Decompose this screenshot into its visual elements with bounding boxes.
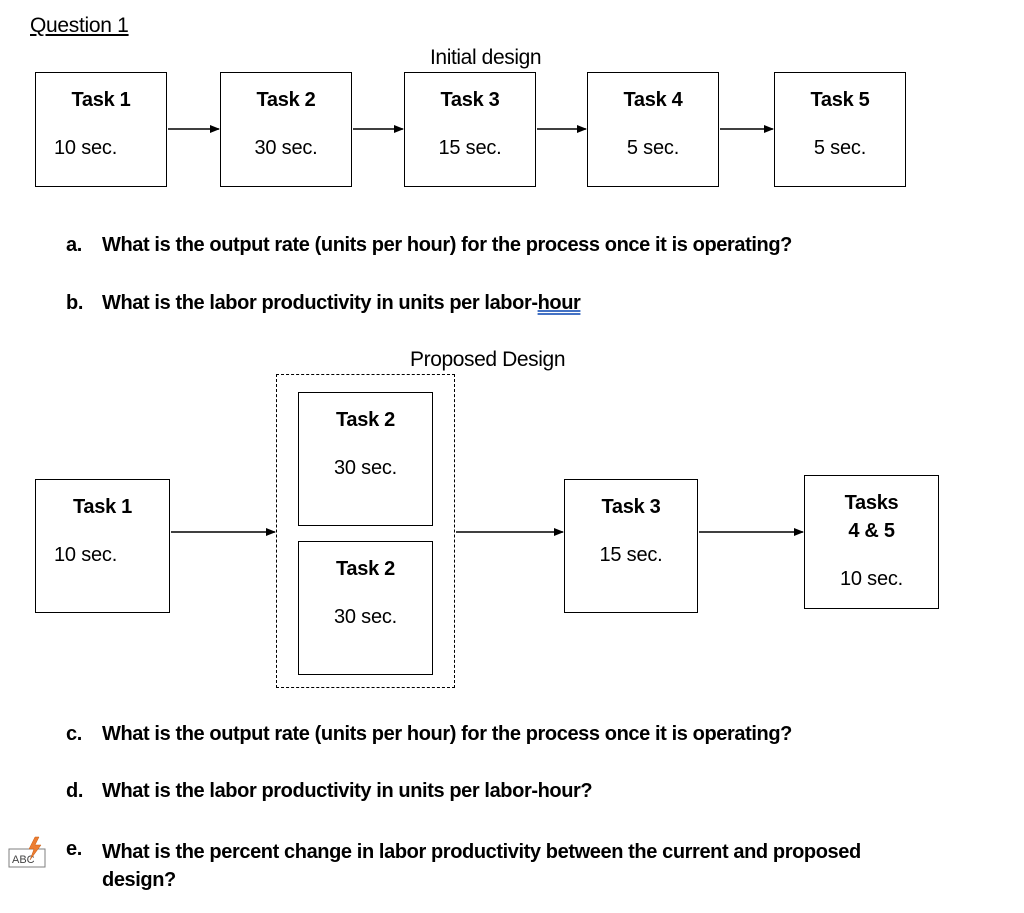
task-name-line1: Tasks — [844, 492, 899, 514]
task-name-line2: 4 & 5 — [848, 520, 895, 542]
question-a: a. What is the output rate (units per hou… — [66, 234, 792, 257]
initial-task-3-box: Task 3 15 sec. — [404, 72, 536, 187]
task-time: 5 sec. — [626, 137, 680, 159]
parallel-stations-dashed-group — [276, 374, 455, 688]
task-time: 10 sec. — [839, 568, 904, 590]
task-time: 5 sec. — [813, 137, 867, 159]
task-name: Task 3 — [440, 89, 500, 111]
task-name: Task 4 — [623, 89, 683, 111]
proposed-task-1-box: Task 1 10 sec. — [35, 479, 170, 613]
task-time: 10 sec. — [54, 544, 118, 566]
question-letter: e. — [66, 838, 82, 860]
task-name: Task 3 — [601, 496, 661, 518]
task-name: Task 1 — [71, 89, 131, 111]
initial-task-4-box: Task 4 5 sec. — [587, 72, 719, 187]
spellcheck-label: ABC — [12, 854, 35, 866]
proposed-design-caption: Proposed Design — [410, 348, 566, 371]
task-name: Task 1 — [73, 496, 132, 518]
task-name: Task 2 — [336, 409, 395, 431]
question-letter: b. — [66, 292, 83, 314]
question-text: What is the labor productivity in units … — [102, 292, 538, 314]
task-name: Task 2 — [336, 558, 395, 580]
grammar-flagged-word[interactable]: hour — [537, 292, 581, 314]
task-name: Task 5 — [810, 89, 870, 111]
question-text: What is the output rate (units per hour)… — [102, 723, 792, 745]
proposed-task-2a-box: Task 2 30 sec. — [298, 392, 433, 526]
question-title: Question 1 — [30, 14, 129, 37]
proposed-task-2b-box: Task 2 30 sec. — [298, 541, 433, 675]
task-time: 15 sec. — [438, 137, 502, 159]
initial-task-1-box: Task 1 10 sec. — [35, 72, 167, 187]
question-letter: a. — [66, 234, 82, 256]
task-name: Task 2 — [256, 89, 316, 111]
question-e: e. What is the percent change in labor p… — [66, 838, 926, 894]
proposed-task-3-box: Task 3 15 sec. — [564, 479, 698, 613]
task-time: 15 sec. — [599, 544, 663, 566]
question-letter: d. — [66, 780, 83, 802]
proposed-tasks-4-5-box: Tasks 4 & 5 10 sec. — [804, 475, 939, 609]
spellcheck-lightning-icon[interactable]: ABC — [8, 836, 48, 870]
task-time: 10 sec. — [54, 137, 118, 159]
initial-design-caption: Initial design — [430, 46, 542, 69]
task-time: 30 sec. — [333, 606, 398, 628]
question-text: What is the labor productivity in units … — [102, 780, 593, 802]
question-d: d. What is the labor productivity in unit… — [66, 780, 593, 803]
task-time: 30 sec. — [333, 457, 398, 479]
question-letter: c. — [66, 723, 82, 745]
question-text: What is the output rate (units per hour)… — [102, 234, 792, 256]
initial-task-5-box: Task 5 5 sec. — [774, 72, 906, 187]
question-b: b. What is the labor productivity in unit… — [66, 292, 581, 315]
question-text: What is the percent change in labor prod… — [102, 841, 861, 891]
task-time: 30 sec. — [254, 137, 318, 159]
initial-task-2-box: Task 2 30 sec. — [220, 72, 352, 187]
question-c: c. What is the output rate (units per hou… — [66, 723, 792, 746]
